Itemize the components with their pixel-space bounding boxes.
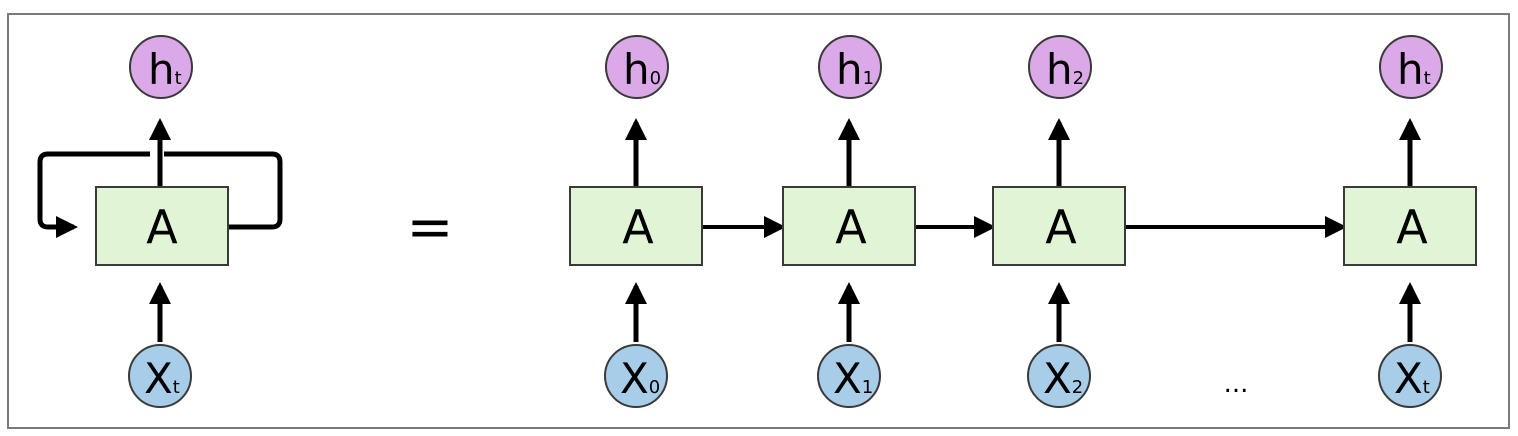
cell-box-2 (992, 186, 1126, 266)
folded-output-sub: t (175, 68, 182, 89)
input-main-1: X (833, 354, 862, 403)
input-main-0: X (620, 354, 649, 403)
cell-box-3 (1343, 186, 1477, 266)
output-main-2: h (1046, 45, 1073, 94)
input-node-1: X1 (817, 344, 881, 408)
output-main-0: h (623, 45, 650, 94)
folded-cell-label: A (146, 200, 178, 254)
folded-input-sub: t (173, 377, 180, 398)
input-node-0: X0 (604, 344, 668, 408)
input-node-2: X2 (1027, 344, 1091, 408)
input-sub-3: t (1423, 377, 1430, 398)
cell-label-2: A (1045, 200, 1077, 254)
folded-cell-box (95, 186, 229, 266)
output-sub-3: t (1424, 68, 1431, 89)
output-node-0: h0 (605, 35, 669, 99)
input-node-3: Xt (1378, 344, 1442, 408)
cell-label-3: A (1396, 200, 1428, 254)
diagram-frame (7, 13, 1510, 429)
cell-box-0 (569, 186, 703, 266)
cell-box-1 (782, 186, 916, 266)
folded-rnn: A ht Xt (37, 35, 283, 408)
folded-output-main: h (148, 45, 175, 94)
svg-text:h2: h2 (1046, 45, 1084, 94)
output-sub-2: 2 (1073, 68, 1084, 89)
input-sub-2: 2 (1072, 377, 1083, 398)
input-sub-0: 0 (649, 377, 660, 398)
input-sub-1: 1 (862, 377, 873, 398)
svg-text:Xt: Xt (144, 354, 180, 403)
svg-text:Xt: Xt (1394, 354, 1430, 403)
ellipsis: ... (1224, 369, 1249, 399)
svg-text:ht: ht (148, 45, 182, 94)
output-node-2: h2 (1028, 35, 1092, 99)
folded-output-node: ht (129, 35, 193, 99)
output-main-1: h (836, 45, 863, 94)
svg-text:h1: h1 (836, 45, 874, 94)
equals-sign: = (407, 195, 454, 260)
svg-text:X0: X0 (620, 354, 660, 403)
input-main-2: X (1043, 354, 1072, 403)
folded-input-main: X (144, 354, 173, 403)
svg-text:X1: X1 (833, 354, 873, 403)
input-main-3: X (1394, 354, 1423, 403)
svg-text:h0: h0 (623, 45, 661, 94)
cell-label-0: A (622, 200, 654, 254)
svg-text:ht: ht (1397, 45, 1431, 94)
output-sub-0: 0 (650, 68, 661, 89)
output-sub-1: 1 (863, 68, 874, 89)
folded-input-node: Xt (128, 344, 192, 408)
output-node-3: ht (1379, 35, 1443, 99)
output-node-1: h1 (818, 35, 882, 99)
svg-text:X2: X2 (1043, 354, 1083, 403)
cell-label-1: A (835, 200, 867, 254)
output-main-3: h (1397, 45, 1424, 94)
